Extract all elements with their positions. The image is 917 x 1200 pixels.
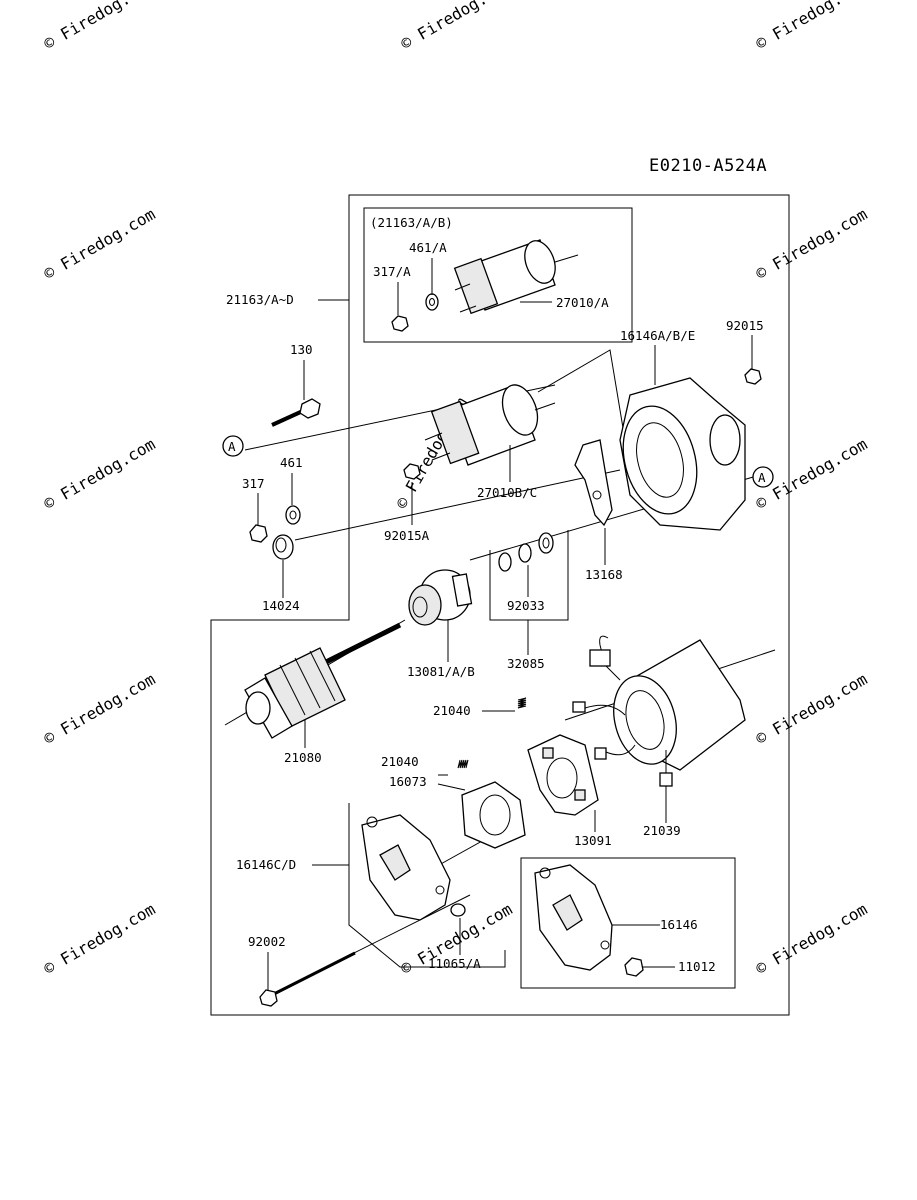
- label-317a: 317/A: [373, 264, 411, 279]
- label-130: 130: [290, 342, 313, 357]
- nut-317a: [391, 315, 409, 332]
- washer-461a: [425, 293, 439, 311]
- rear-cover-alt: [534, 864, 613, 971]
- washer-set-92033: [498, 532, 554, 572]
- nut-317: [249, 524, 268, 543]
- brush-holder: [527, 734, 599, 816]
- label-92002: 92002: [248, 934, 286, 949]
- label-92015: 92015: [726, 318, 764, 333]
- watermark: © Firedog.com: [41, 434, 159, 513]
- watermark: © Firedog.com: [753, 669, 871, 748]
- solenoid-switch-large: [424, 384, 556, 466]
- washer-461: [285, 505, 301, 525]
- label-11065a: 11065/A: [428, 956, 481, 971]
- svg-text:A: A: [758, 470, 766, 485]
- label-32085: 32085: [507, 656, 545, 671]
- label-16073: 16073: [389, 774, 427, 789]
- label-16146abe: 16146A/B/E: [620, 328, 695, 343]
- nut-92015: [744, 368, 762, 385]
- cap-11065a: [450, 903, 466, 917]
- label-21080: 21080: [284, 750, 322, 765]
- nut-11012: [624, 957, 644, 977]
- label-21163ab: (21163/A/B): [370, 215, 453, 230]
- nut-92015a: [403, 463, 421, 480]
- assembly-bracket-cover: [348, 803, 506, 968]
- leader-lines: [257, 258, 753, 990]
- label-21163ad: 21163/A~D: [226, 292, 294, 307]
- watermark: © Firedog.com: [41, 899, 159, 978]
- rear-cover: [361, 814, 451, 921]
- overrunning-clutch: [408, 569, 473, 626]
- watermark: © Firedog.com: [41, 204, 159, 283]
- label-16146cd: 16146C/D: [236, 857, 296, 872]
- label-461a: 461/A: [409, 240, 447, 255]
- watermark: © Firedog.com: [753, 899, 871, 978]
- bracket-92033: [489, 530, 569, 621]
- callout-a-left: A: [222, 435, 244, 457]
- label-13091: 13091: [574, 833, 612, 848]
- gear-housing: [619, 377, 746, 531]
- label-21039: 21039: [643, 823, 681, 838]
- watermark: © Firedog.com: [398, 0, 516, 53]
- label-317: 317: [242, 476, 265, 491]
- svg-text:A: A: [228, 439, 236, 454]
- inset-solenoid-box: [363, 207, 633, 343]
- label-21040-upper: 21040: [433, 703, 471, 718]
- watermark: © Firedog.com: [753, 0, 871, 53]
- main-frame: [210, 194, 790, 1016]
- label-14024: 14024: [262, 598, 300, 613]
- collar-14024: [272, 534, 294, 560]
- label-13081ab: 13081/A/B: [407, 664, 475, 679]
- watermark: © Firedog.com: [41, 0, 159, 53]
- watermark: © Firedog.com: [753, 204, 871, 283]
- label-27010bc: 27010B/C: [477, 485, 537, 500]
- bolt-130: [271, 398, 321, 427]
- label-92033: 92033: [507, 598, 545, 613]
- callout-a-right: A: [752, 466, 774, 488]
- label-92015a: 92015A: [384, 528, 430, 543]
- brush-spring-lower: [457, 759, 469, 769]
- inset-cover-box: [520, 857, 736, 989]
- armature: [244, 622, 402, 739]
- brush-plate: [461, 781, 526, 849]
- shift-lever: [574, 439, 613, 527]
- watermarks: © Firedog.com © Firedog.com © Firedog.co…: [41, 0, 871, 978]
- label-16146: 16146: [660, 917, 698, 932]
- label-21040-lower: 21040: [381, 754, 419, 769]
- label-461: 461: [280, 455, 303, 470]
- watermark: © Firedog.com: [41, 669, 159, 748]
- solenoid-switch-small: [453, 239, 579, 315]
- label-13168: 13168: [585, 567, 623, 582]
- brush-spring-upper: [517, 697, 527, 709]
- diagram-code: E0210-A524A: [649, 156, 767, 176]
- label-27010a: 27010/A: [556, 295, 609, 310]
- label-11012: 11012: [678, 959, 716, 974]
- yoke-field-coil: [572, 635, 746, 787]
- through-bolt: [259, 951, 356, 1007]
